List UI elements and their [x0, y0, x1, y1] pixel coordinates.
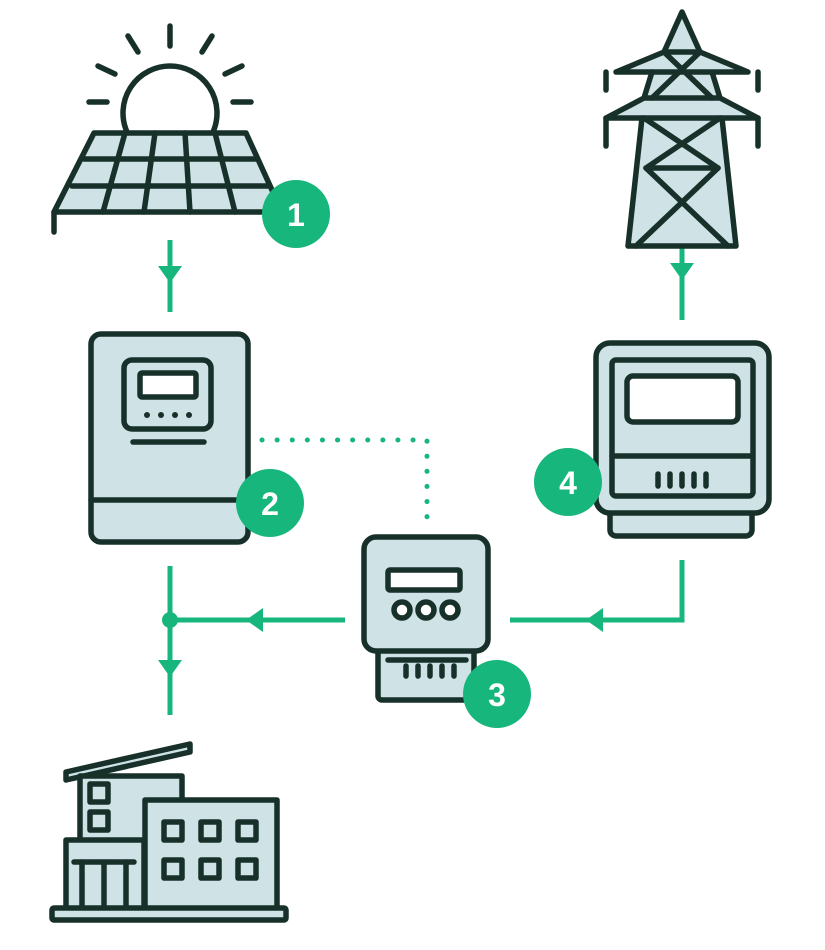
svg-text:2: 2	[261, 486, 279, 522]
badge-3: 3	[463, 660, 531, 728]
transmission-tower-icon	[603, 9, 761, 249]
svg-text:4: 4	[559, 465, 577, 501]
badge-2: 2	[236, 469, 304, 537]
badge-1: 1	[262, 180, 330, 248]
connection-solar-to-inverter	[158, 240, 182, 312]
badge-4: 4	[534, 448, 602, 516]
sun-icon	[86, 23, 254, 135]
connection-inverter-to-building	[158, 566, 182, 715]
svg-text:1: 1	[287, 197, 305, 233]
connection-grid-meter-to-smart-meter	[510, 560, 685, 632]
inverter-icon	[88, 331, 251, 545]
solar-panel-icon	[51, 23, 285, 235]
electric-meter-icon	[361, 534, 491, 703]
utility-meter-icon	[593, 340, 772, 539]
svg-text:3: 3	[488, 677, 506, 713]
connection-smart-meter-to-building	[170, 608, 345, 632]
connection-inverter-to-smart-meter-dotted	[259, 437, 430, 531]
building-icon	[49, 741, 289, 923]
connection-tower-to-grid-meter	[670, 236, 694, 320]
